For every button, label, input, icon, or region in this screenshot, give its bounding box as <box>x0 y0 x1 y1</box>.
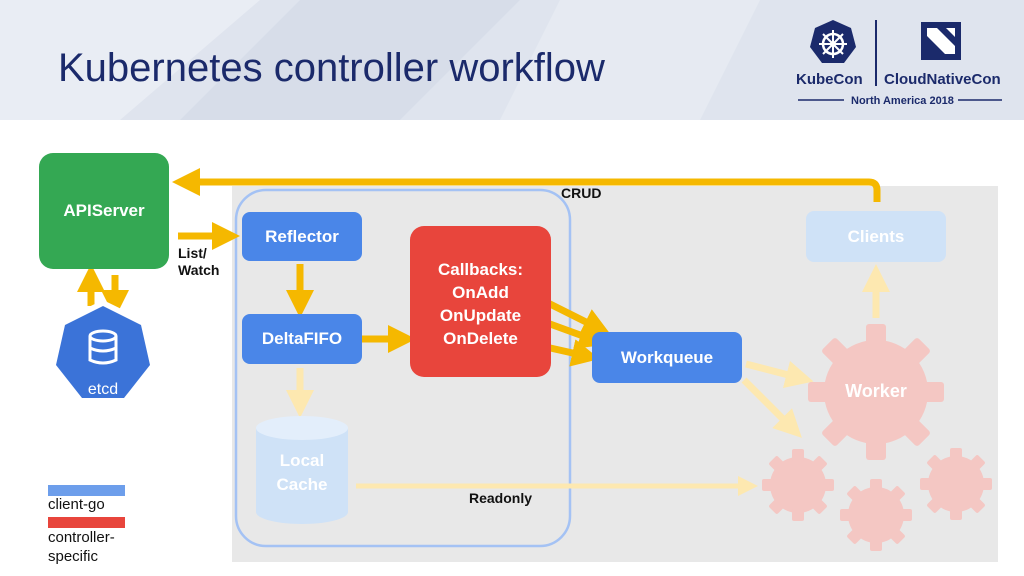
local-cache-line-1: Local <box>279 451 325 470</box>
worker-label: Worker <box>845 381 907 401</box>
legend-controller-line-2: specific <box>48 548 99 565</box>
logo-event-text: North America 2018 <box>851 95 954 107</box>
worker-gear-main <box>808 324 944 460</box>
page-title: Kubernetes controller workflow <box>58 46 605 90</box>
crud-label: CRUD <box>561 185 602 201</box>
apiserver-box: APIServer <box>39 153 169 269</box>
workqueue-box: Workqueue <box>592 332 742 383</box>
legend-client-go-label: client-go <box>48 496 105 513</box>
local-cache-label: Local Cache <box>256 449 348 497</box>
worker-gear-small-3 <box>920 448 992 520</box>
workqueue-to-worker-arrow <box>745 360 814 389</box>
workqueue-label: Workqueue <box>620 347 714 367</box>
header-band <box>0 0 1024 120</box>
workqueue-to-worker-2-arrow <box>741 377 802 438</box>
legend-controller-label: controller- specific <box>48 528 115 566</box>
reflector-box: Reflector <box>242 212 362 261</box>
legend-controller-line-1: controller- <box>48 529 115 546</box>
logo-cloudnativecon-text: CloudNativeCon <box>884 71 1001 88</box>
list-watch-line-2: Watch <box>178 262 220 278</box>
clients-label: Clients <box>847 226 905 246</box>
reflector-label: Reflector <box>265 226 339 246</box>
logo-kubecon-text: KubeCon <box>796 71 863 88</box>
callback-onadd: OnAdd <box>452 283 509 302</box>
crud-arrow <box>172 168 881 202</box>
local-cache-cylinder <box>256 416 348 524</box>
readonly-label: Readonly <box>469 490 533 506</box>
callback-ondelete: OnDelete <box>443 329 518 348</box>
client-go-boundary <box>234 188 572 548</box>
etcd-icon <box>50 300 156 404</box>
list-watch-label: List/ Watch <box>178 245 219 279</box>
deltafifo-box: DeltaFIFO <box>242 314 362 364</box>
kubecon-logo: KubeCon CloudNativeCon North America 201… <box>796 16 1006 112</box>
worker-gear-small-1 <box>762 449 834 521</box>
local-cache-line-2: Cache <box>276 475 328 494</box>
worker-gears <box>762 324 992 551</box>
header-decoration <box>0 0 760 120</box>
apiserver-label: APIServer <box>63 201 145 220</box>
etcd-label: etcd <box>87 381 119 398</box>
deltafifo-label: DeltaFIFO <box>261 329 343 348</box>
clients-box: Clients <box>806 211 946 262</box>
callbacks-box: Callbacks: OnAdd OnUpdate OnDelete <box>410 226 551 377</box>
callback-onupdate: OnUpdate <box>439 306 522 325</box>
worker-gear-small-2 <box>840 479 912 551</box>
legend-client-go-swatch <box>48 485 125 496</box>
legend-controller-swatch <box>48 517 125 528</box>
callbacks-heading: Callbacks: <box>437 260 524 279</box>
list-watch-line-1: List/ <box>178 245 207 261</box>
